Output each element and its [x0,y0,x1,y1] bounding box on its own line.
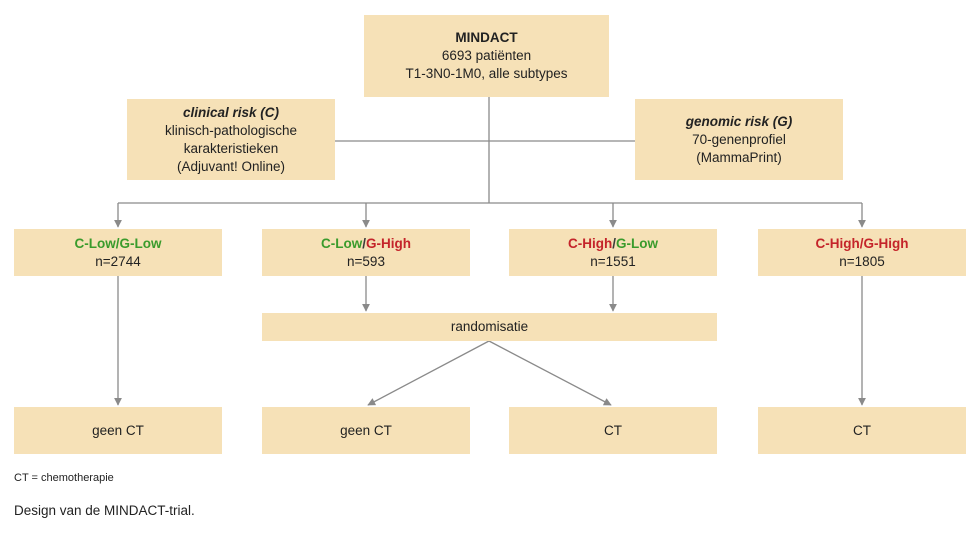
clinical-risk-line-2: klinisch-pathologische [164,122,298,138]
study-patients: 6693 patiënten [441,48,532,63]
outcome-box-1: geen CT [14,407,222,454]
group-count-1: n=2744 [95,253,141,269]
group-count-3: n=1551 [590,253,636,269]
study-title: MINDACT [455,30,518,45]
group-count-4: n=1805 [839,253,885,269]
group-count-2: n=593 [347,253,385,269]
genomic-risk-line-2: 70-genenprofiel [692,131,786,147]
group-box-4: C-High/G-High n=1805 [758,229,966,276]
outcome-box-2: geen CT [262,407,470,454]
clinical-risk-line-3: karakteristieken [183,140,279,156]
genomic-risk-line-3: (MammaPrint) [696,149,782,165]
outcome-label-2: geen CT [340,422,392,438]
outcome-label-3: CT [604,422,622,438]
outcome-label-4: CT [853,422,871,438]
outcome-box-4: CT [758,407,966,454]
outcome-box-3: CT [509,407,717,454]
group-label-4: C-High/G-High [815,235,909,251]
randomisation-label: randomisatie [450,319,529,334]
figure-caption: Design van de MINDACT-trial. [14,503,195,518]
clinical-risk-box: clinical risk (C) klinisch-pathologische… [127,99,335,180]
arrow-random-to-geen-ct [367,340,490,406]
group-label-3: C-High/G-Low [567,235,658,251]
clinical-risk-title: clinical risk (C) [182,104,280,120]
clinical-risk-line-4: (Adjuvant! Online) [176,158,286,174]
arrow-random-to-ct [488,340,612,406]
group-label-2: C-Low/G-High [320,235,411,251]
group-label-1: C-Low/G-Low [74,235,162,251]
genomic-risk-title: genomic risk (G) [685,113,793,129]
group-box-3: C-High/G-Low n=1551 [509,229,717,276]
group-box-1: C-Low/G-Low n=2744 [14,229,222,276]
group-box-2: C-Low/G-High n=593 [262,229,470,276]
outcome-label-1: geen CT [92,422,144,438]
study-box: MINDACT 6693 patiënten T1-3N0-1M0, alle … [364,15,609,97]
genomic-risk-box: genomic risk (G) 70-genenprofiel (MammaP… [635,99,843,180]
study-criteria: T1-3N0-1M0, alle subtypes [405,66,568,81]
footnote: CT = chemotherapie [14,472,114,484]
randomisation-box: randomisatie [262,313,717,341]
